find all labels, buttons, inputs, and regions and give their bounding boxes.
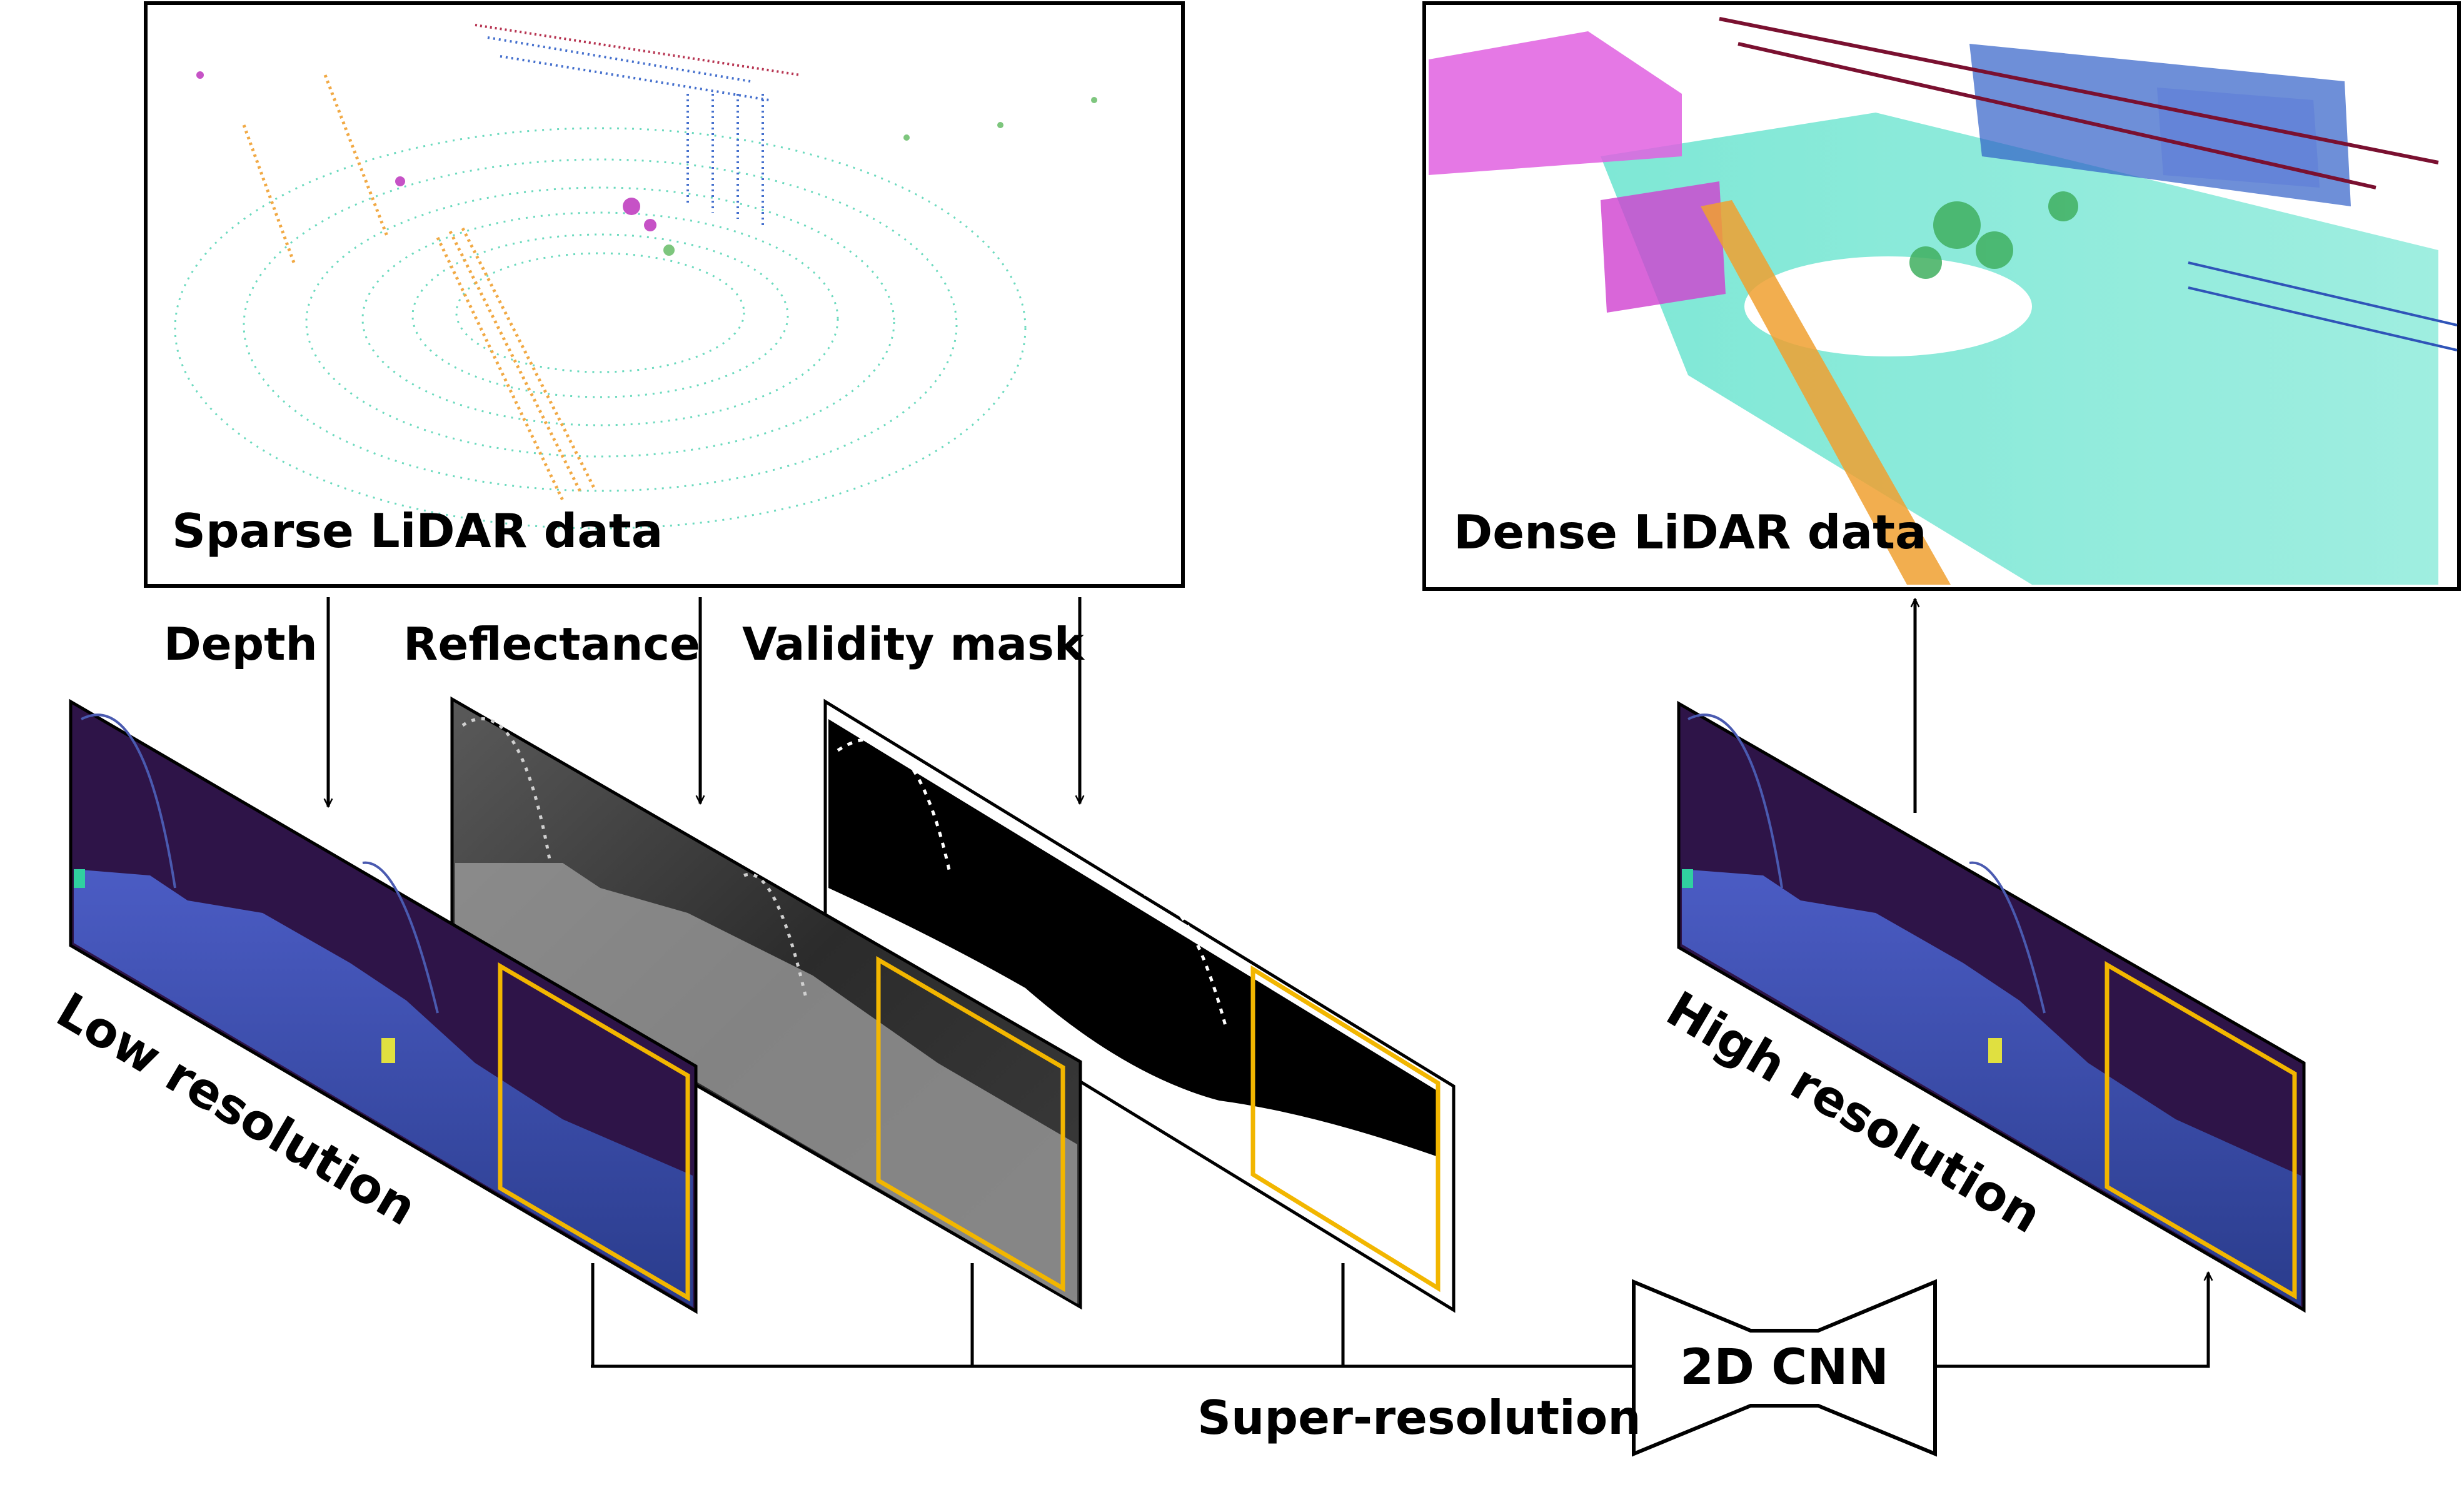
validity-mask-image bbox=[823, 698, 1456, 1313]
sparse-lidar-panel: Sparse LiDAR data bbox=[144, 1, 1185, 588]
reflectance-crop-box bbox=[876, 955, 1065, 1293]
dense-lidar-label: Dense LiDAR data bbox=[1454, 505, 1927, 560]
super-resolution-label: Super-resolution bbox=[1197, 1390, 1641, 1445]
sparse-lidar-label: Sparse LiDAR data bbox=[172, 503, 663, 558]
low-res-crop-box bbox=[498, 962, 690, 1302]
validity-mask-label: Validity mask bbox=[742, 618, 1085, 670]
super-resolution-connector bbox=[591, 1263, 2208, 1368]
sparse-point-cloud bbox=[174, 24, 1097, 530]
reflectance-label: Reflectance bbox=[403, 618, 700, 670]
validity-crop-box bbox=[1250, 965, 1441, 1293]
high-res-crop-box bbox=[2104, 960, 2297, 1300]
dense-lidar-panel: Dense LiDAR data bbox=[1422, 1, 2461, 591]
low-res-depth-image bbox=[69, 698, 698, 1314]
cnn-label: 2D CNN bbox=[1680, 1339, 1889, 1396]
dense-point-cloud bbox=[1429, 17, 2458, 585]
high-res-depth-image bbox=[1677, 700, 2306, 1313]
reflectance-image bbox=[450, 696, 1082, 1310]
cnn-block: 2D CNN bbox=[1632, 1279, 1937, 1457]
depth-label: Depth bbox=[164, 618, 318, 670]
